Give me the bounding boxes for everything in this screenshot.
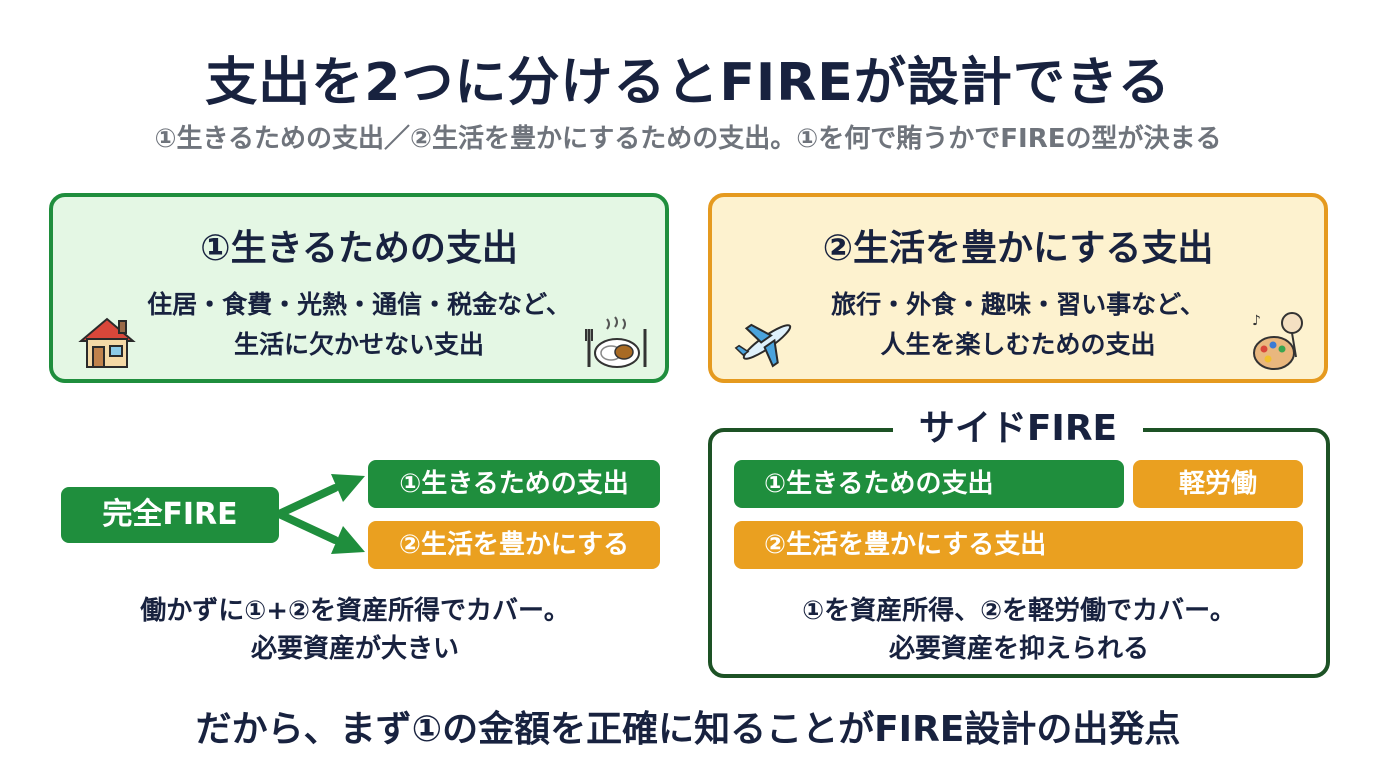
side-fire-caption-line2: 必要資産を抑えられる [888, 634, 1149, 664]
enrich-expense-title: ②生活を豊かにする支出 [822, 228, 1214, 269]
enrich-expense-line1: 旅行・外食・趣味・習い事など、 [831, 290, 1205, 319]
svg-text:♪: ♪ [1252, 313, 1261, 329]
full-fire-target-essential: ①生きるための支出 [368, 460, 660, 508]
full-fire-label: 完全FIRE [61, 487, 279, 543]
full-fire-caption-line2: 必要資産が大きい [250, 634, 459, 664]
airplane-icon [734, 323, 792, 368]
footer-conclusion: だから、まず①の金額を正確に知ることがFIRE設計の出発点 [195, 709, 1181, 750]
side-fire-label: サイドFIRE [893, 404, 1143, 454]
essential-expense-title: ①生きるための支出 [200, 228, 518, 269]
essential-expense-line2: 生活に欠かせない支出 [233, 330, 484, 359]
branch-arrows [279, 474, 365, 554]
full-fire-caption-line1: 働かずに①+②を資産所得でカバー。 [140, 596, 570, 626]
house-icon [78, 317, 136, 368]
page-subtitle: ①生きるための支出／②生活を豊かにするための支出。①を何で賄うかでFIREの型が… [154, 124, 1222, 154]
side-fire-caption-line1: ①を資産所得、②を軽労働でカバー。 [802, 596, 1236, 626]
full-fire-target-enrich: ②生活を豊かにする [368, 521, 660, 569]
side-fire-bar-enrich: ②生活を豊かにする支出 [734, 521, 1303, 569]
palette-icon: ♪ [1252, 312, 1303, 370]
page-title: 支出を2つに分けるとFIREが設計できる [205, 53, 1171, 113]
enrich-expense-line2: 人生を楽しむための支出 [880, 330, 1156, 359]
side-fire-bar-essential: ①生きるための支出 [734, 460, 1124, 508]
side-fire-bar-light-work: 軽労働 [1133, 460, 1303, 508]
essential-expense-line1: 住居・食費・光熱・通信・税金など、 [147, 290, 571, 319]
essential-expense-box: ①生きるための支出 住居・食費・光熱・通信・税金など、 生活に欠かせない支出 [49, 193, 669, 383]
curry-plate-icon [585, 316, 647, 368]
enrich-expense-box: ②生活を豊かにする支出 旅行・外食・趣味・習い事など、 人生を楽しむための支出 … [708, 193, 1328, 383]
